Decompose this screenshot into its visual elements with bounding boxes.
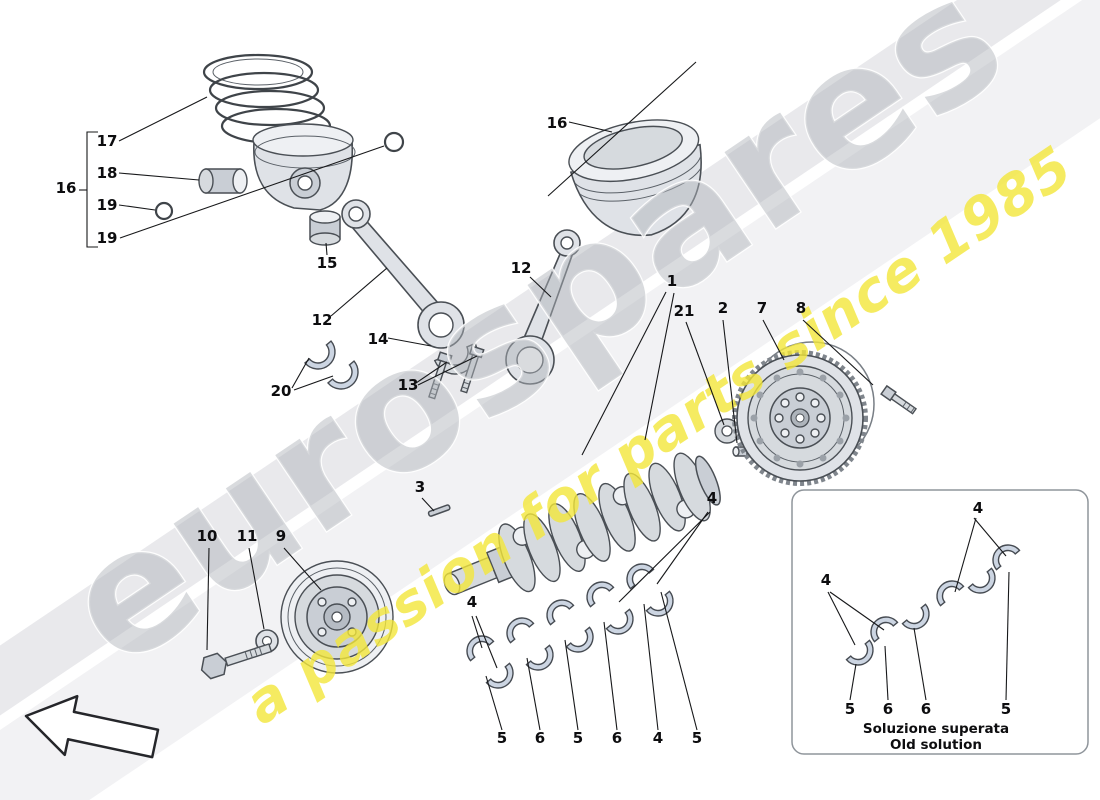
callout-19b: 19 bbox=[97, 229, 118, 247]
callout-9: 9 bbox=[276, 527, 286, 545]
circlip-right bbox=[383, 131, 405, 153]
callout-5-box1: 5 bbox=[845, 700, 855, 718]
old-solution-box bbox=[791, 489, 1089, 755]
piston-right bbox=[568, 119, 702, 237]
rod-bolts bbox=[428, 345, 485, 400]
callout-6-row1: 6 bbox=[535, 729, 545, 747]
callout-12-left: 12 bbox=[312, 311, 333, 329]
direction-arrow bbox=[24, 694, 160, 759]
callout-20: 20 bbox=[271, 382, 292, 400]
callout-4-right: 4 bbox=[707, 489, 717, 507]
gudgeon-pin bbox=[198, 168, 248, 194]
circlip-left bbox=[154, 201, 174, 221]
callout-19a: 19 bbox=[97, 196, 118, 214]
flywheel bbox=[732, 341, 875, 486]
callout-12-right: 12 bbox=[511, 259, 532, 277]
callout-6-row2: 6 bbox=[612, 729, 622, 747]
damper-pulley bbox=[280, 560, 394, 674]
callout-21: 21 bbox=[674, 302, 695, 320]
callout-4-left: 4 bbox=[467, 593, 477, 611]
callout-6-box1: 6 bbox=[883, 700, 893, 718]
callout-16-right: 16 bbox=[547, 114, 568, 132]
connecting-rod-right bbox=[505, 229, 581, 385]
callout-4-box-top: 4 bbox=[973, 499, 983, 517]
connecting-rod-left bbox=[341, 199, 465, 349]
big-end-bearing-shells bbox=[303, 340, 359, 390]
old-solution-label-en: Old solution bbox=[890, 737, 982, 753]
callout-16-group: 16 bbox=[56, 179, 77, 197]
callout-4-box-left: 4 bbox=[821, 571, 831, 589]
small-end-bushing bbox=[309, 210, 341, 246]
callout-8: 8 bbox=[796, 299, 806, 317]
callout-10: 10 bbox=[197, 527, 218, 545]
callout-5-box2: 5 bbox=[1001, 700, 1011, 718]
callout-5-row2: 5 bbox=[573, 729, 583, 747]
flywheel-bolt bbox=[880, 384, 918, 415]
callout-1: 1 bbox=[667, 272, 677, 290]
callout-7: 7 bbox=[757, 299, 767, 317]
old-solution-label-it: Soluzione superata bbox=[863, 721, 1009, 737]
crankshaft bbox=[443, 452, 721, 596]
callout-14: 14 bbox=[368, 330, 389, 348]
woodruff-key bbox=[427, 504, 451, 517]
callout-3: 3 bbox=[415, 478, 425, 496]
callout-15: 15 bbox=[317, 254, 338, 272]
piston-left bbox=[252, 123, 356, 211]
callout-4-row: 4 bbox=[653, 729, 663, 747]
callout-5-row3: 5 bbox=[692, 729, 702, 747]
callout-2: 2 bbox=[718, 299, 728, 317]
callout-11: 11 bbox=[237, 527, 258, 545]
leader-lines bbox=[79, 61, 1010, 731]
callout-13: 13 bbox=[398, 376, 419, 394]
callout-17: 17 bbox=[97, 132, 118, 150]
callout-5-row1: 5 bbox=[497, 729, 507, 747]
callout-6-box2: 6 bbox=[921, 700, 931, 718]
pulley-bolt bbox=[200, 643, 273, 680]
callout-18: 18 bbox=[97, 164, 118, 182]
